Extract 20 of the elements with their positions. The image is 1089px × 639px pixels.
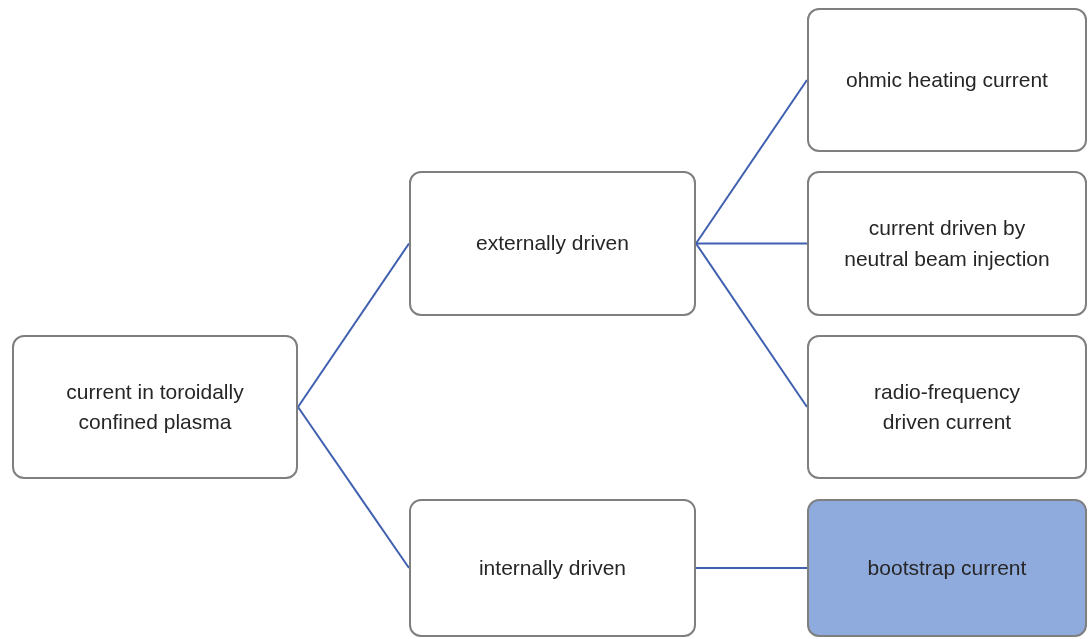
rounded-box: [12, 335, 298, 479]
connector-line: [695, 242, 808, 245]
box-label: current driven by neutral beam injection: [843, 215, 1051, 272]
box-label: ohmic heating current: [846, 66, 1048, 93]
connector-line: [695, 79, 808, 245]
connector-line: [297, 406, 410, 569]
rounded-box: [807, 171, 1087, 316]
box-label: radio-frequency driven current: [873, 378, 1021, 435]
rounded-box: [409, 499, 696, 637]
rounded-box: [807, 8, 1087, 152]
connector-line: [695, 242, 808, 408]
rounded-box: [409, 171, 696, 316]
rounded-box: [807, 335, 1087, 479]
box-label: bootstrap current: [867, 554, 1027, 581]
connector-line: [297, 242, 410, 408]
box-label: current in toroidally confined plasma: [65, 378, 245, 435]
box-label: externally driven: [476, 230, 629, 257]
box-label: internally driven: [478, 554, 627, 581]
connector-line: [695, 567, 808, 569]
rounded-box: [807, 499, 1087, 637]
